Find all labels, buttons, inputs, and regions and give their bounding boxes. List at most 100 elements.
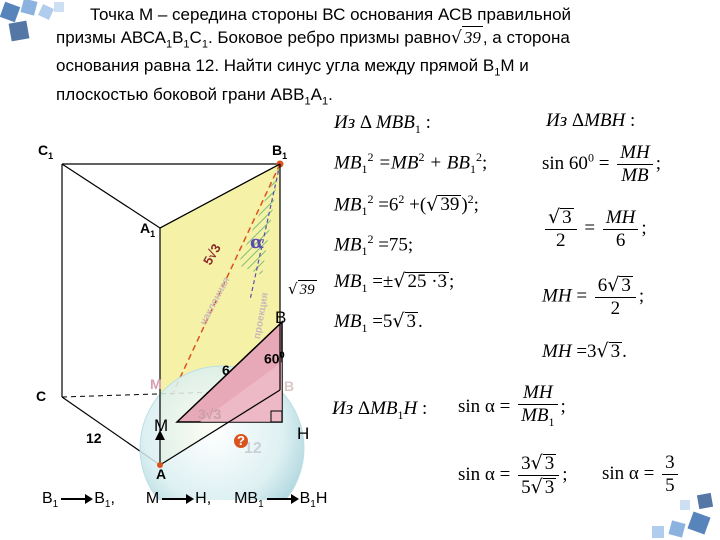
label-sqrt39: √39 bbox=[288, 280, 317, 298]
math-text: + BB bbox=[429, 152, 470, 174]
calc2-row4: MH =3√3. bbox=[542, 340, 627, 362]
map-arrow bbox=[266, 493, 299, 504]
map-text: , bbox=[110, 490, 115, 507]
problem-text: . Боковое ребро призмы равно bbox=[207, 27, 452, 47]
base-edge-bottom bbox=[159, 389, 281, 466]
corner-decoration-bottom-right bbox=[652, 492, 714, 538]
subscript: 1 bbox=[258, 499, 264, 511]
problem-text: А bbox=[310, 85, 322, 105]
math-text: Δ bbox=[357, 398, 371, 419]
problem-text: М и bbox=[500, 56, 529, 76]
label-c: C bbox=[36, 388, 47, 404]
denominator: 2 bbox=[610, 298, 621, 319]
subscript: 1 bbox=[310, 499, 316, 511]
math-text: MB bbox=[334, 194, 362, 216]
math-text: =6 bbox=[378, 194, 399, 216]
map-text: H, bbox=[195, 490, 212, 507]
sqrt-value: 3 bbox=[619, 275, 633, 296]
superscript: 2 bbox=[467, 192, 474, 206]
math-text: = bbox=[584, 217, 596, 239]
math-text: H bbox=[403, 398, 418, 419]
math-text: ; bbox=[449, 271, 455, 292]
subscript: 1 bbox=[470, 162, 476, 177]
superscript: 0 bbox=[587, 150, 594, 165]
superscript: 2 bbox=[367, 232, 374, 246]
calc1-row4: MB1 =±√25 ·3; bbox=[334, 270, 455, 295]
subscript: 1 bbox=[361, 204, 368, 219]
math-text: : bbox=[630, 110, 636, 131]
math-text: =± bbox=[372, 271, 394, 292]
problem-line-2: призмы АВСА1В1С1. Боковое ребро призмы р… bbox=[56, 25, 570, 50]
sqrt-value: 3 bbox=[404, 311, 419, 332]
vertex-label: A bbox=[140, 220, 151, 236]
math-text: = bbox=[499, 395, 511, 417]
calc1-header: Из Δ MBB1 : bbox=[334, 112, 431, 137]
tri-label-ghost-b: B bbox=[284, 378, 295, 394]
problem-text: С bbox=[189, 27, 202, 47]
problem-text: плоскостью боковой грани АВВ bbox=[56, 85, 305, 105]
subscript: 1 bbox=[321, 95, 329, 108]
problem-text: В bbox=[172, 27, 184, 47]
tri-label-m: M bbox=[154, 416, 169, 435]
numerator: MH bbox=[602, 206, 639, 230]
math-text: =5 bbox=[372, 311, 393, 332]
problem-text: Точка М – середина стороны ВС основания … bbox=[90, 5, 572, 24]
calc1-row1: MB12 =MB2 + BB12; bbox=[334, 150, 487, 177]
subscript: 1 bbox=[361, 162, 368, 177]
edge-c1-a1 bbox=[61, 163, 161, 229]
math-text: sin α bbox=[458, 395, 495, 417]
problem-text: основания равна 12. Найти синус угла меж… bbox=[56, 56, 495, 76]
math-text: ; bbox=[562, 463, 568, 485]
math-text: sin 60 bbox=[542, 152, 588, 174]
subscript: 1 bbox=[201, 37, 208, 50]
math-text: MB bbox=[521, 405, 549, 426]
right-angle-mark bbox=[270, 410, 283, 423]
edge-a1-b1 bbox=[159, 163, 281, 229]
denominator: 5 bbox=[665, 475, 675, 496]
numerator: 6√3 bbox=[594, 274, 636, 298]
math-text: ; bbox=[473, 194, 479, 216]
math-text: . bbox=[418, 311, 423, 332]
math-text: 5 bbox=[521, 477, 531, 498]
math-text: Δ bbox=[571, 110, 585, 131]
subscript: 1 bbox=[165, 37, 173, 50]
denominator: 5√3 bbox=[521, 476, 557, 498]
problem-line-4: плоскостью боковой грани АВВ1А1. bbox=[56, 84, 716, 113]
corner-decoration-top-left bbox=[0, 0, 64, 42]
subscript: 1 bbox=[414, 121, 421, 136]
label-b1: B1 bbox=[272, 142, 287, 161]
math-text: =MB bbox=[378, 152, 419, 174]
superscript: 2 bbox=[367, 192, 374, 206]
superscript: 2 bbox=[418, 150, 425, 164]
math-text: 3 bbox=[521, 453, 531, 474]
problem-line-3: основания равна 12. Найти синус угла меж… bbox=[56, 55, 716, 84]
math-text: = bbox=[576, 285, 588, 307]
math-text: MB bbox=[334, 311, 362, 332]
sqrt-value: 39 bbox=[461, 25, 483, 47]
math-text: ; bbox=[641, 217, 647, 239]
math-text: Из bbox=[546, 110, 568, 131]
denominator: MB bbox=[617, 165, 653, 187]
math-text: MH bbox=[605, 206, 636, 228]
subscript: 1 bbox=[397, 407, 404, 422]
map-text: MB bbox=[234, 490, 259, 507]
subscript: 1 bbox=[104, 499, 111, 511]
math-text: + bbox=[409, 194, 420, 216]
sqrt-value: 3 bbox=[608, 341, 623, 362]
math-text: MB bbox=[334, 152, 362, 174]
subscript: 1 bbox=[52, 499, 59, 511]
calc1-row5: MB1 =5√3. bbox=[334, 310, 423, 335]
label-a: A bbox=[156, 466, 167, 482]
math-text: MH bbox=[542, 341, 572, 362]
tri-label-6: 6 bbox=[222, 362, 230, 378]
math-text: ; bbox=[482, 152, 488, 174]
